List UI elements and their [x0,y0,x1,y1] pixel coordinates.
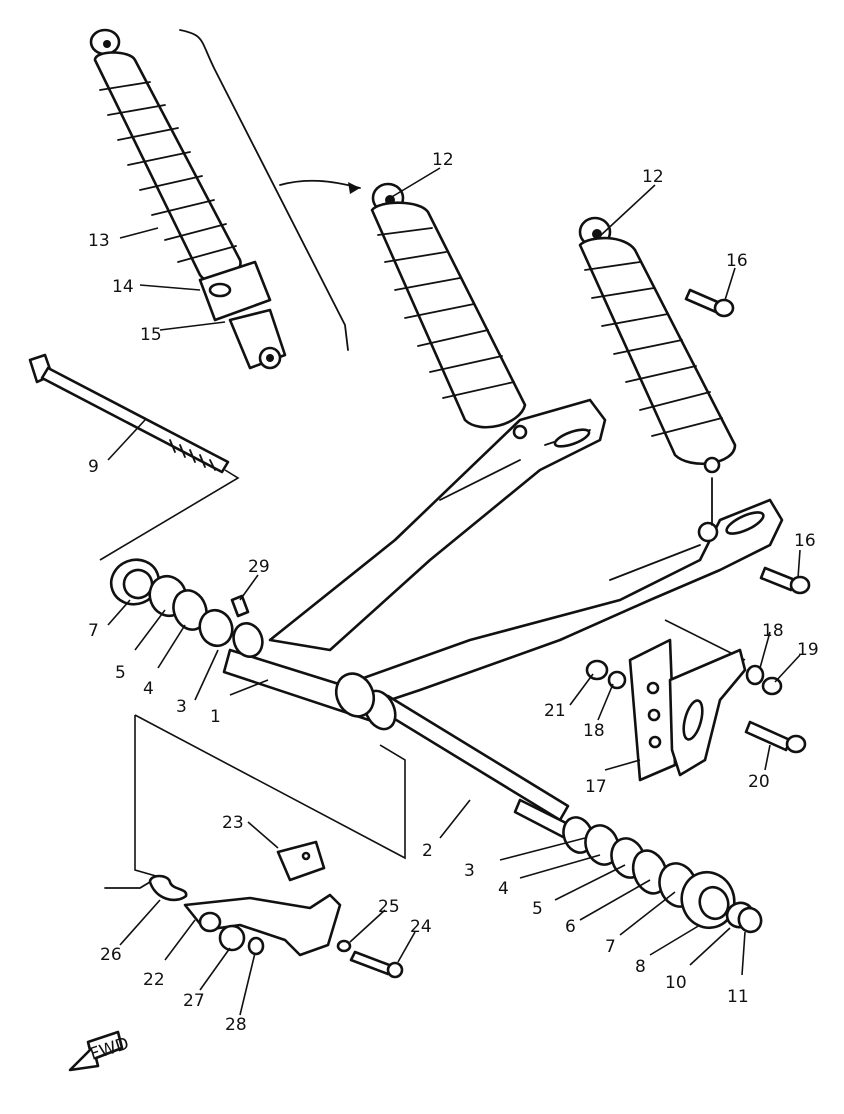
callout-7-left: 7 [88,621,99,641]
callout-17: 17 [585,777,607,797]
brake-stay-parts [104,840,404,979]
callout-15: 15 [140,325,162,345]
callout-24: 24 [410,917,432,937]
swingarm [268,398,784,712]
fwd-label: FWD [88,1034,132,1065]
shock-absorber-13 [89,28,287,370]
callout-2: 2 [422,841,433,861]
callout-16-top: 16 [726,251,748,271]
callout-7-right: 7 [605,937,616,957]
callout-4-left: 4 [143,679,154,699]
callout-6: 6 [565,917,576,937]
callout-19: 19 [797,640,819,660]
callout-4-right: 4 [498,879,509,899]
callout-1: 1 [210,707,221,727]
callout-28: 28 [225,1015,247,1035]
shock-absorber-center [370,182,527,429]
callout-21: 21 [544,701,566,721]
grease-nipple-29 [230,594,250,618]
callout-25: 25 [378,897,400,917]
callout-12-right: 12 [642,167,664,187]
callout-5-right: 5 [532,899,543,919]
left-bearing-stack [109,558,264,658]
callout-23: 23 [222,813,244,833]
pivot-bolt-9 [28,353,230,474]
callout-13: 13 [88,231,110,251]
chain-bracket-17 [628,638,747,782]
callout-26: 26 [100,945,122,965]
callout-3-left: 3 [176,697,187,717]
callout-20: 20 [748,772,770,792]
callout-11: 11 [727,987,749,1007]
callout-29: 29 [248,557,270,577]
callout-14: 14 [112,277,134,297]
callout-8: 8 [635,957,646,977]
callout-3-right: 3 [464,861,475,881]
callout-27: 27 [183,991,205,1011]
callout-9: 9 [88,457,99,477]
callout-5-left: 5 [115,663,126,683]
fwd-arrow: FWD [68,1030,132,1072]
callout-16-bottom: 16 [794,531,816,551]
callout-18-right: 18 [762,621,784,641]
flow-arrow [179,29,361,351]
callout-10: 10 [665,973,687,993]
callout-18-left: 18 [583,721,605,741]
shock-absorber-right [578,216,737,526]
callout-12-center: 12 [432,150,454,170]
pivot-shaft [222,648,572,840]
callout-22: 22 [143,970,165,990]
right-bearing-stack [562,816,763,934]
callout-numbers: 1 2 3 3 4 4 5 5 6 7 7 8 9 10 11 12 12 13… [88,150,819,1035]
leader-lines [107,167,801,1016]
